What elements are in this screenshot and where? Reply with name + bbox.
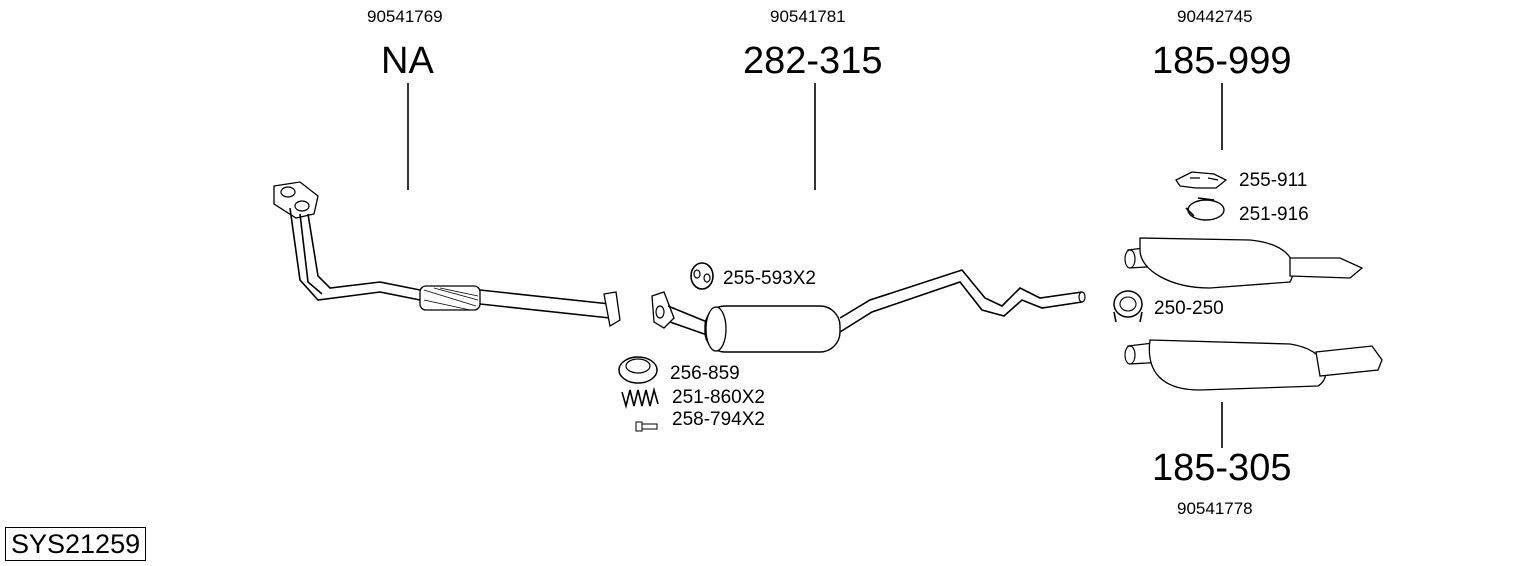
bolt-drawing (635, 421, 658, 432)
part-number-rear-muffler-upper: 185-999 (1152, 40, 1292, 82)
label-clamp-rear: 250-250 (1154, 298, 1224, 319)
hanger-ring-drawing (690, 262, 714, 290)
rubber-mount-drawing (1175, 171, 1228, 189)
part-number-center-muffler: 282-315 (743, 40, 883, 82)
oe-number-rear-muffler-upper: 90442745 (1177, 7, 1253, 26)
label-spring: 251-860X2 (672, 387, 765, 408)
oe-number-center-muffler: 90541781 (770, 7, 846, 26)
rear-muffler-lower-drawing (1124, 339, 1383, 391)
oe-number-rear-muffler-lower: 90541778 (1177, 499, 1253, 518)
part-number-front-pipe: NA (381, 40, 434, 82)
label-gasket: 256-859 (670, 363, 740, 384)
clamp-rear-drawing (1113, 290, 1143, 323)
diagram-id-box: SYS21259 (5, 527, 147, 561)
label-rubber-mount: 255-911 (1239, 170, 1308, 191)
center-muffler-drawing (651, 269, 1086, 353)
oe-number-front-pipe: 90541769 (367, 7, 443, 26)
front-pipe-drawing (273, 181, 621, 328)
clamp-mid-drawing (1185, 197, 1225, 221)
gasket-drawing (618, 356, 658, 384)
part-number-rear-muffler-lower: 185-305 (1152, 447, 1292, 489)
label-bolt: 258-794X2 (672, 409, 765, 430)
spring-drawing (621, 386, 659, 410)
label-hanger-ring: 255-593X2 (723, 268, 816, 289)
rear-muffler-upper-drawing (1124, 237, 1364, 289)
label-clamp-mid: 251-916 (1239, 204, 1309, 225)
